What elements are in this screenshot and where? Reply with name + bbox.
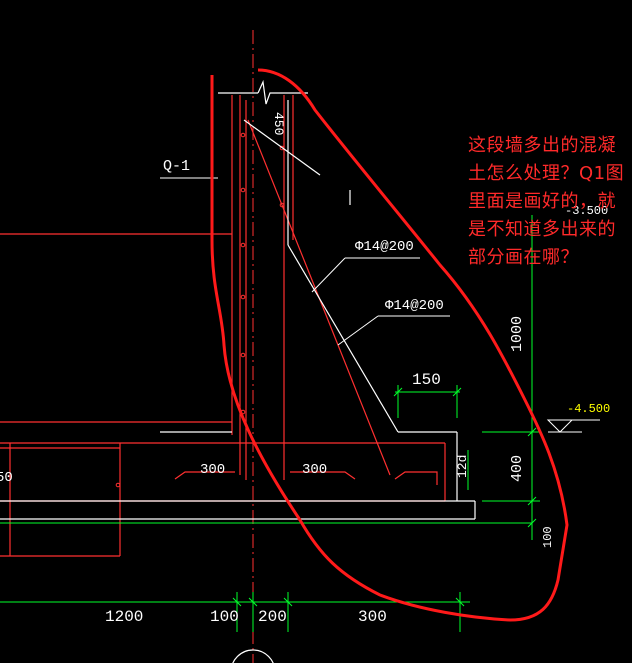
dim-1000: 1000 xyxy=(509,316,526,352)
elevation-lower: -4.500 xyxy=(567,402,610,416)
dim-200: 200 xyxy=(258,608,287,626)
dim-300-right: 300 xyxy=(302,462,327,478)
rebar-label-top: Φ14@200 xyxy=(355,239,414,255)
dim-100-bottom: 100 xyxy=(210,608,239,626)
dim-300-bottom: 300 xyxy=(358,608,387,626)
dim-450: 450 xyxy=(271,112,286,135)
elevation-upper: -3.500 xyxy=(565,204,608,218)
dimension-lines xyxy=(0,215,540,632)
leader-lines xyxy=(160,177,450,346)
dim-50-partial: 50 xyxy=(0,470,13,486)
dim-150: 150 xyxy=(412,371,441,389)
axis-bubble xyxy=(232,649,274,663)
markup-cloud xyxy=(210,68,569,622)
rebar-dots xyxy=(115,132,285,488)
white-lines xyxy=(0,79,476,520)
dim-1200: 1200 xyxy=(105,608,143,626)
wall-tag: Q-1 xyxy=(163,158,190,175)
annotation-note: 这段墙多出的混凝土怎么处理？Q1图里面是画好的，就是不知道多出来的部分画在哪？ xyxy=(468,135,625,268)
dim-12d: 12d xyxy=(455,455,470,478)
dim-300-left: 300 xyxy=(200,462,225,478)
dim-400: 400 xyxy=(509,455,526,482)
elevation-marks xyxy=(546,419,600,433)
dim-100-right: 100 xyxy=(541,526,555,548)
rebar-label-bottom: Φ14@200 xyxy=(385,298,444,314)
